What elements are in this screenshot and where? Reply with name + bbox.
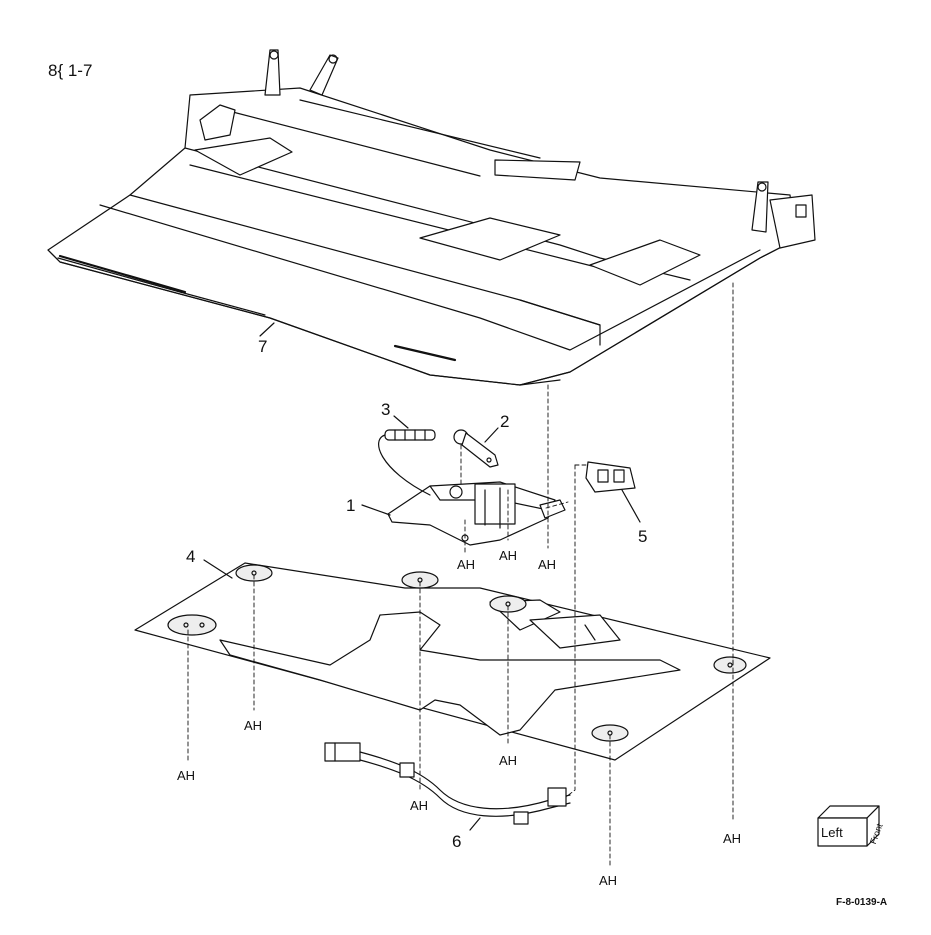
callout-3: 3 xyxy=(381,400,391,419)
lever-part-2 xyxy=(453,427,499,468)
ah-label: AH xyxy=(457,557,476,572)
callout-7: 7 xyxy=(258,337,268,356)
figure-id: F-8-0139-A xyxy=(836,897,888,908)
figure-header: 8{ 1-7 xyxy=(48,61,93,80)
callout-6: 6 xyxy=(452,832,462,851)
alignment-lines xyxy=(187,282,734,866)
ah-label: AH xyxy=(538,557,557,572)
callout-5: 5 xyxy=(638,527,648,546)
ah-label: AH xyxy=(723,831,742,846)
orientation-cube: Left Front xyxy=(815,800,885,850)
ah-label: AH xyxy=(410,798,429,813)
callout-2: 2 xyxy=(500,412,510,431)
sensor-part-5 xyxy=(585,461,641,523)
ah-label: AH xyxy=(177,768,196,783)
ah-label: AH xyxy=(499,753,518,768)
ah-label: AH xyxy=(499,548,518,563)
orientation-left-label: Left xyxy=(821,825,843,840)
callout-4: 4 xyxy=(186,547,196,566)
bracket-part-1 xyxy=(361,481,566,546)
ah-label: AH xyxy=(599,873,618,888)
callout-1: 1 xyxy=(346,496,356,515)
ah-label: AH xyxy=(244,718,263,733)
plate-part-4 xyxy=(134,559,771,761)
cube-icon xyxy=(817,805,880,847)
harness-part-6 xyxy=(324,742,571,831)
spring-part-3 xyxy=(378,415,436,496)
tray-part-7 xyxy=(47,49,816,386)
